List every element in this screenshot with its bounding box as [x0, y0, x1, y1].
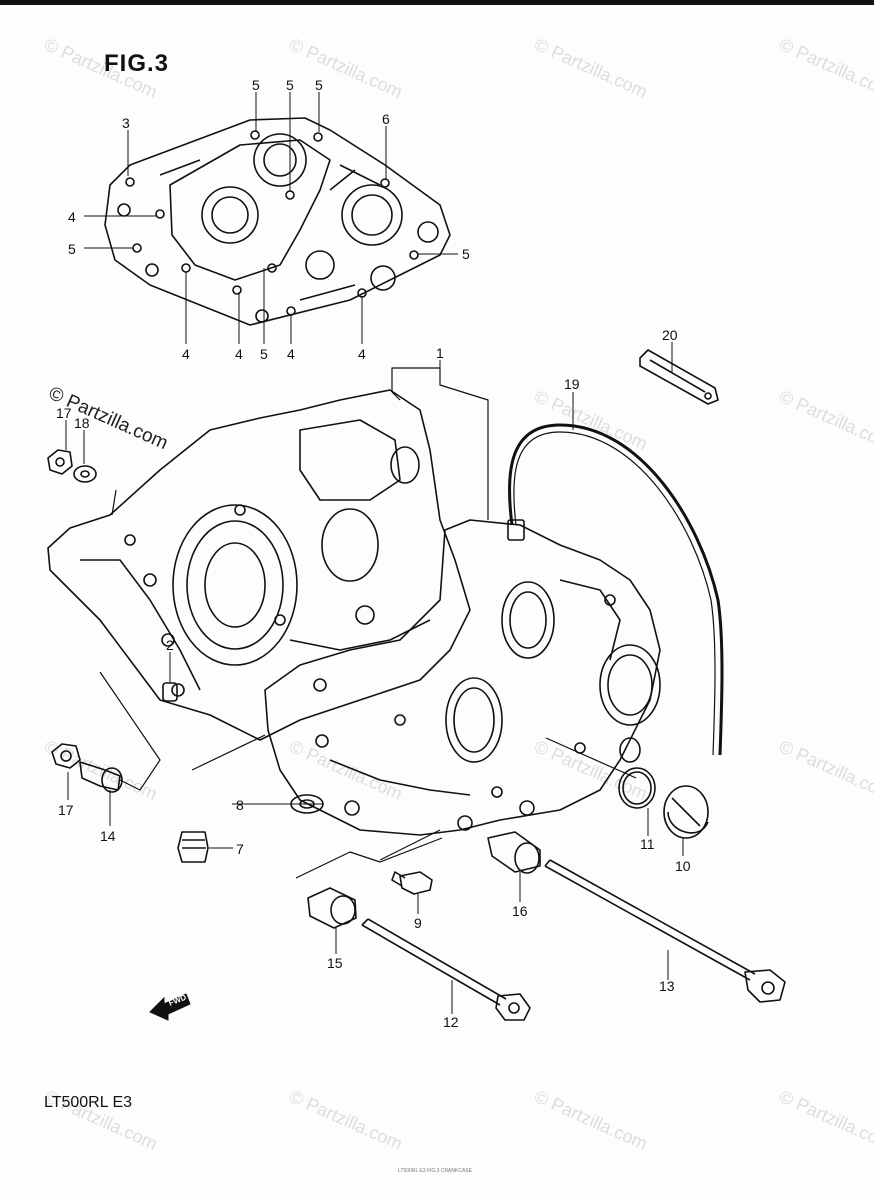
callout-5: 5 — [462, 246, 470, 262]
callout-4: 4 — [358, 346, 366, 362]
callout-3: 3 — [122, 115, 130, 131]
callout-10: 10 — [675, 858, 691, 874]
long-bolt-12 — [361, 918, 531, 1021]
hose-clamp — [639, 349, 719, 405]
callout-numbers: 3 5 5 5 6 4 5 5 4 4 5 4 4 1 20 19 17 18 … — [56, 77, 691, 1030]
long-bolt-13 — [544, 859, 786, 1003]
callout-13: 13 — [659, 978, 675, 994]
breather-hose — [507, 423, 724, 756]
callout-17: 17 — [58, 802, 74, 818]
callout-15: 15 — [327, 955, 343, 971]
callout-4: 4 — [287, 346, 295, 362]
front-direction-arrow: FWD — [149, 993, 191, 1021]
callout-5: 5 — [252, 77, 260, 93]
collar-lower — [307, 887, 357, 929]
callout-5: 5 — [286, 77, 294, 93]
callout-4: 4 — [68, 209, 76, 225]
callout-4: 4 — [182, 346, 190, 362]
figure-title: FIG.3 — [104, 50, 170, 77]
callout-18: 18 — [74, 415, 90, 431]
bolt-and-collar-left — [51, 743, 123, 793]
callout-5: 5 — [68, 241, 76, 257]
callout-11: 11 — [640, 836, 655, 852]
callout-5: 5 — [260, 346, 268, 362]
callout-19: 19 — [564, 376, 580, 392]
crankcase-half-top-view — [104, 117, 451, 326]
callout-16: 16 — [512, 903, 528, 919]
callout-12: 12 — [443, 1014, 459, 1030]
callout-14: 14 — [100, 828, 116, 844]
crankcase-assembly — [47, 389, 661, 836]
small-bolt — [391, 871, 433, 895]
top-border — [0, 0, 874, 5]
callout-20: 20 — [662, 327, 678, 343]
callout-1: 1 — [436, 345, 444, 361]
collar-right — [487, 831, 541, 874]
callout-8: 8 — [236, 797, 244, 813]
nut-and-washer-top — [47, 449, 97, 483]
callout-17: 17 — [56, 405, 72, 421]
callout-5: 5 — [315, 77, 323, 93]
callout-6: 6 — [382, 111, 390, 127]
washer-and-drain-plug — [177, 794, 324, 863]
callout-7: 7 — [236, 841, 244, 857]
callout-4: 4 — [235, 346, 243, 362]
oring-and-plug — [618, 767, 709, 839]
callout-9: 9 — [414, 915, 422, 931]
footer-fine-print: LT500RL E3 FIG.3 CRANKCASE — [398, 1168, 472, 1174]
model-code: LT500RL E3 — [44, 1094, 133, 1111]
callout-2: 2 — [166, 637, 174, 653]
